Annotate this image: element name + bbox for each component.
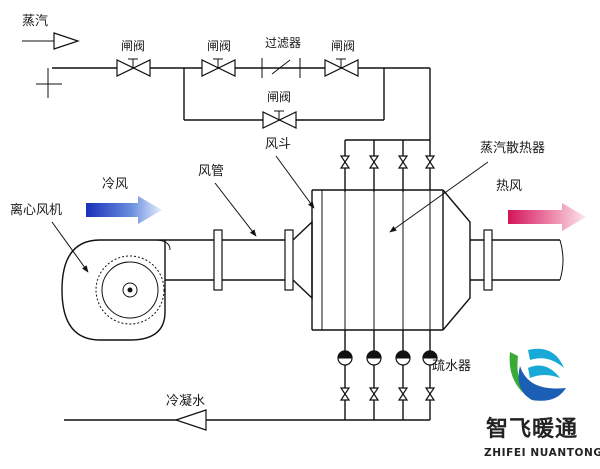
condensate-label: 冷凝水 — [166, 393, 205, 409]
gate-valve-1: 闸阀 — [116, 39, 151, 77]
logo-mark-icon — [505, 347, 567, 409]
steam-trap-label: 疏水器 — [432, 359, 471, 374]
steam-label: 蒸汽 — [22, 14, 48, 29]
steam-supply-pipe — [36, 67, 431, 192]
hopper-label: 风斗 — [265, 137, 291, 152]
logo-name-cn: 智飞暖通 — [486, 416, 578, 442]
heater-body: 风斗 蒸汽散热器 — [265, 137, 545, 331]
cold-air-arrow — [86, 196, 162, 224]
steam-inlet: 蒸汽 — [22, 14, 80, 50]
hot-air-arrow — [508, 203, 586, 231]
gate-valve-bypass: 闸阀 — [262, 90, 297, 129]
filter-label: 过滤器 — [265, 36, 301, 50]
gate-valve-bypass-label: 闸阀 — [267, 90, 291, 104]
logo-name-en: ZHIFEI NUANTONG — [484, 447, 600, 459]
zhifei-logo: 智飞暖通 ZHIFEI NUANTONG — [484, 347, 600, 459]
centrifugal-fan: 离心风机 — [10, 202, 171, 341]
gate-valve-3-label: 闸阀 — [331, 39, 355, 53]
condensate-return: 冷凝水 — [64, 393, 430, 431]
filter: 过滤器 — [261, 36, 301, 78]
hot-air-label: 热风 — [496, 179, 522, 194]
condensate-direction-arrow — [174, 409, 207, 431]
outlet-duct — [470, 229, 564, 291]
air-duct-label: 风管 — [198, 164, 224, 179]
cold-air-label: 冷风 — [102, 177, 128, 192]
gate-valve-2-label: 闸阀 — [207, 39, 231, 53]
steam-direction-arrow — [53, 32, 80, 50]
gate-valve-1-label: 闸阀 — [121, 39, 145, 53]
air-duct: 风管 — [165, 164, 294, 291]
hot-air: 热风 — [496, 179, 586, 231]
radiator-inlet-valves — [339, 155, 436, 169]
steam-traps: 疏水器 — [337, 330, 471, 420]
gate-valve-2: 闸阀 — [201, 39, 236, 77]
cold-air: 冷风 — [86, 177, 162, 224]
radiator-label: 蒸汽散热器 — [480, 141, 545, 156]
fan-label: 离心风机 — [10, 202, 62, 218]
gate-valve-3: 闸阀 — [324, 39, 359, 77]
